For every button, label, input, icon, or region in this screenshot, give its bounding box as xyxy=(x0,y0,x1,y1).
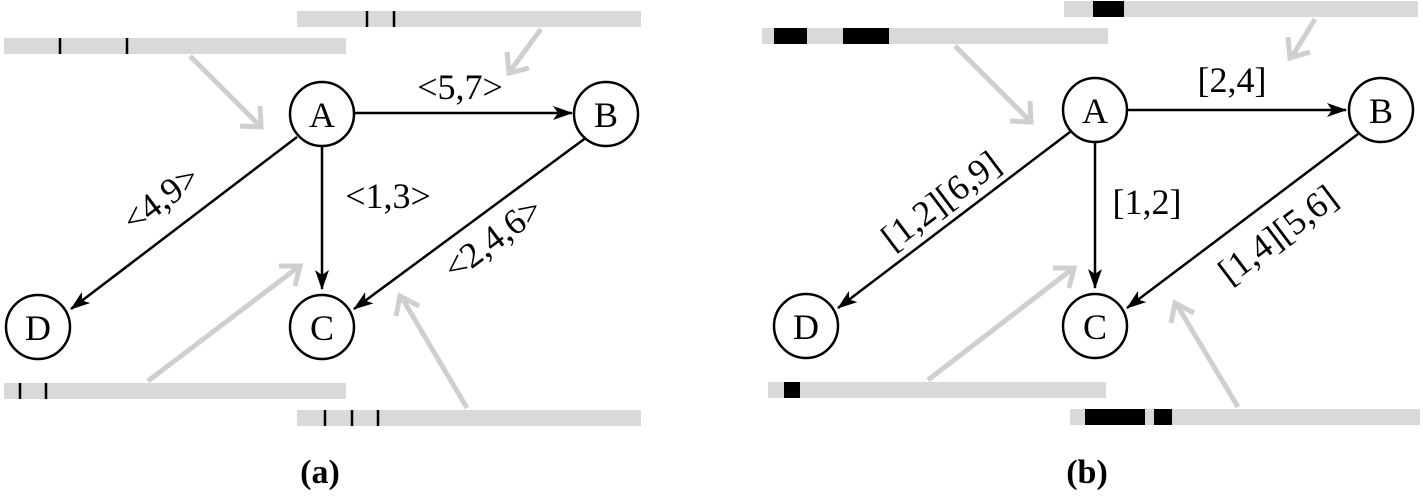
edge-label-b-A-C: [1,2] xyxy=(1113,182,1182,222)
edge-a-B-C xyxy=(353,135,588,311)
node-label: D xyxy=(25,308,51,348)
edge-label-b-A-B: [2,4] xyxy=(1198,60,1267,100)
node-a-A: A xyxy=(288,80,356,148)
edge-label-a-A-B: <5,7> xyxy=(417,67,503,107)
timeline-b-C xyxy=(1070,409,1420,425)
timeline-b-D xyxy=(768,382,1106,398)
timeline-a-B xyxy=(297,11,641,27)
node-label: C xyxy=(310,308,334,348)
edge-label-a-B-C: <2,4,6> xyxy=(436,189,550,289)
pointer-arrow-b-C-to-C xyxy=(1168,299,1241,409)
pointer-arrow-a-to-B xyxy=(504,27,544,77)
timeline-a-A xyxy=(4,38,346,54)
timeline-b-A xyxy=(762,28,1108,44)
edge-b-A-D xyxy=(837,131,1071,309)
node-label: B xyxy=(1369,91,1393,131)
edge-label-a-A-D: <4,9> xyxy=(115,157,207,240)
node-label: A xyxy=(309,95,335,135)
pointer-arrow-a-to-A xyxy=(188,54,264,130)
caption-b: (b) xyxy=(1066,454,1108,491)
node-a-B: B xyxy=(572,80,640,148)
node-label: B xyxy=(594,95,618,135)
pointer-arrow-b-D-to-C xyxy=(926,265,1078,382)
edge-a-A-D xyxy=(70,136,298,310)
node-b-B: B xyxy=(1347,76,1415,144)
node-a-C: C xyxy=(288,293,356,361)
panel-b: [2,4] [1,2] [1,2][6,9] [1,4][5,6] A B C … xyxy=(762,1,1420,491)
node-a-D: D xyxy=(4,293,72,361)
timeline-a-D xyxy=(4,383,346,399)
timeline-a-C xyxy=(297,410,641,426)
node-b-A: A xyxy=(1061,76,1129,144)
pointer-arrow-b-to-A xyxy=(953,44,1034,125)
edge-label-a-A-C: <1,3> xyxy=(345,176,431,216)
node-label: D xyxy=(793,307,819,347)
edge-b-B-C xyxy=(1126,133,1359,309)
node-b-C: C xyxy=(1061,292,1129,360)
pointer-arrow-b-to-B xyxy=(1285,17,1318,62)
pointer-arrow-a-C-to-C xyxy=(393,292,470,410)
node-label: A xyxy=(1082,91,1108,131)
timeline-b-B xyxy=(1064,1,1418,17)
panel-a: <5,7> <1,3> <4,9> <2,4,6> A B C D (a) xyxy=(4,11,641,491)
edge-label-b-A-D: [1,2][6,9] xyxy=(874,143,1008,258)
node-label: C xyxy=(1083,307,1107,347)
caption-a: (a) xyxy=(300,454,340,491)
pointer-arrow-a-D-to-C xyxy=(146,263,304,383)
node-b-D: D xyxy=(772,292,840,360)
